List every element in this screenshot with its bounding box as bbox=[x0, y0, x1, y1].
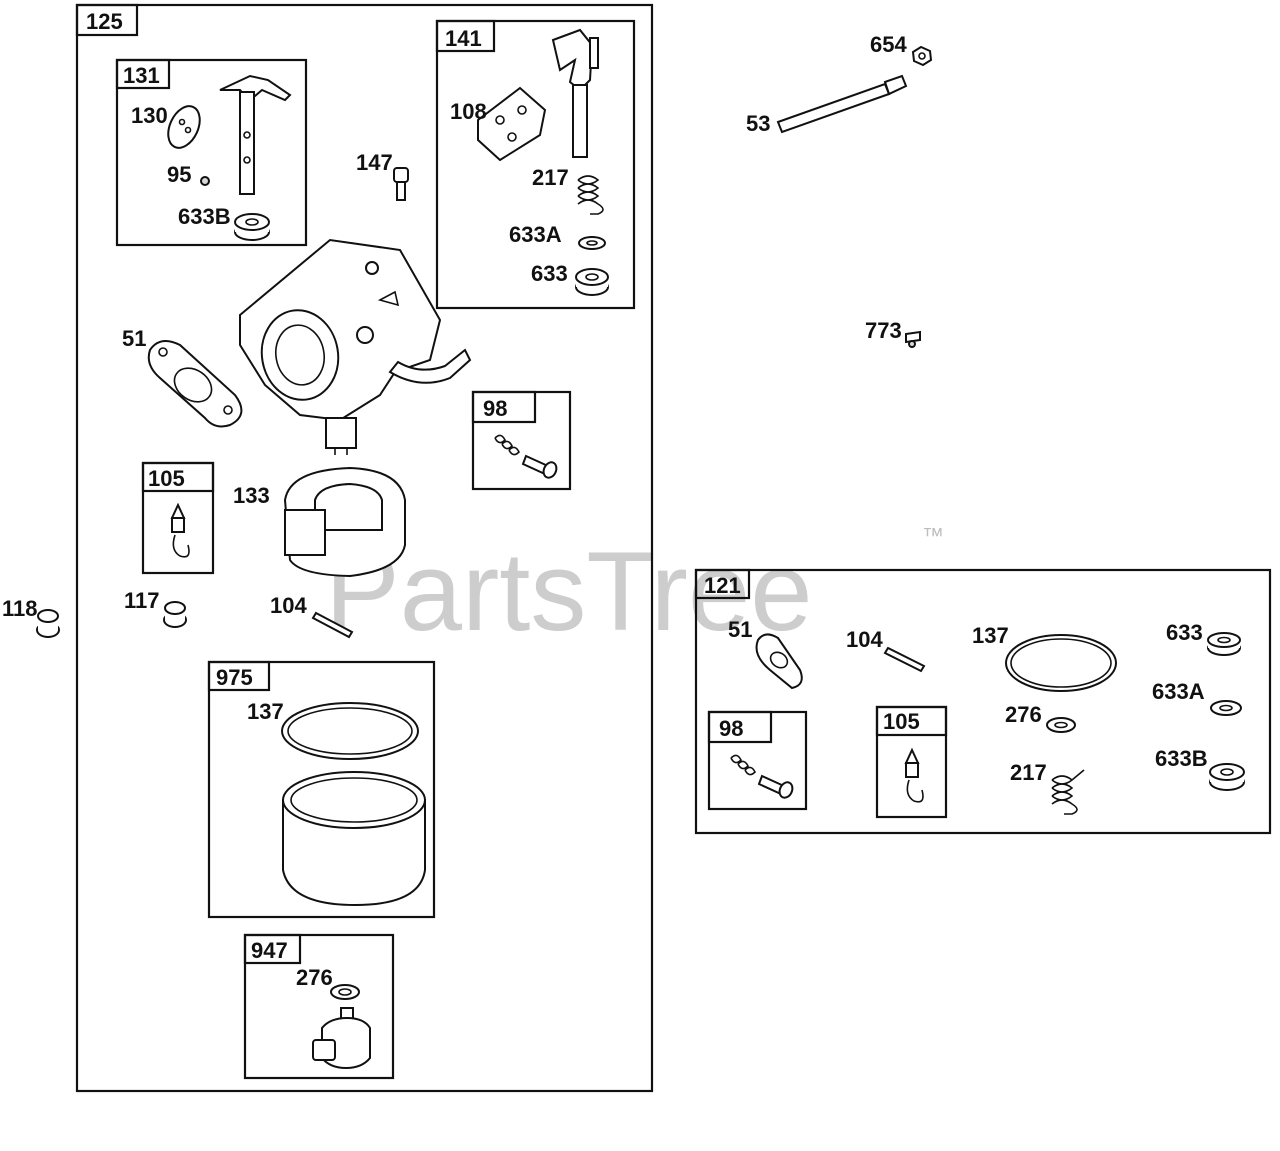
washer-part-633B-a[interactable] bbox=[234, 213, 270, 241]
kit-label-975: 975 bbox=[216, 665, 253, 690]
washer-part-633A-a[interactable] bbox=[578, 236, 606, 250]
washer-part-633A-b[interactable] bbox=[1210, 700, 1242, 716]
screw-part-95[interactable] bbox=[200, 176, 210, 186]
callout-654: 654 bbox=[870, 32, 907, 57]
callout-217-b: 217 bbox=[1010, 760, 1047, 785]
inlet-needle-part-105-b[interactable] bbox=[904, 747, 924, 803]
o-ring-part-137-a[interactable] bbox=[281, 702, 419, 760]
gasket-part-51-a[interactable] bbox=[147, 340, 243, 428]
kit-label-141: 141 bbox=[445, 26, 482, 51]
callout-217-a: 217 bbox=[532, 165, 569, 190]
callout-51-a: 51 bbox=[122, 326, 146, 351]
part-118[interactable] bbox=[36, 609, 60, 638]
kit-box-125[interactable]: 125 bbox=[75, 3, 654, 1093]
kit-label-105-b: 105 bbox=[883, 709, 920, 734]
callout-633-b: 633 bbox=[1166, 620, 1203, 645]
callout-95: 95 bbox=[167, 162, 191, 187]
callout-276-a: 276 bbox=[296, 965, 333, 990]
kit-label-121: 121 bbox=[704, 573, 741, 598]
callout-137-a: 137 bbox=[247, 699, 284, 724]
idle-screw-spring-part-98-b[interactable] bbox=[730, 754, 795, 799]
float-pin-part-104-b[interactable] bbox=[883, 646, 926, 673]
washer-part-276-b[interactable] bbox=[1046, 717, 1076, 733]
callout-108: 108 bbox=[450, 99, 487, 124]
kit-box-121[interactable]: 121 bbox=[694, 568, 1272, 835]
kit-box-131[interactable]: 131 bbox=[115, 58, 308, 247]
screw-part-147[interactable] bbox=[393, 167, 409, 201]
callout-633B-b: 633B bbox=[1155, 746, 1208, 771]
watermark-trademark: ™ bbox=[922, 523, 944, 548]
spring-part-217-b[interactable] bbox=[1051, 769, 1085, 815]
float-pin-part-104-a[interactable] bbox=[311, 611, 354, 639]
washer-part-633-b[interactable] bbox=[1207, 632, 1241, 656]
callout-773: 773 bbox=[865, 318, 902, 343]
kit-label-98-a: 98 bbox=[483, 396, 507, 421]
solenoid-part[interactable] bbox=[312, 1007, 371, 1070]
kit-box-105-a[interactable]: 105 bbox=[141, 461, 215, 575]
callout-104-b: 104 bbox=[846, 627, 883, 652]
kit-label-105-a: 105 bbox=[148, 466, 185, 491]
float-bowl-part[interactable] bbox=[282, 771, 426, 907]
kit-box-98-b[interactable]: 98 bbox=[707, 710, 808, 811]
kit-box-141[interactable]: 141 bbox=[435, 19, 636, 310]
screw-part-773[interactable] bbox=[905, 330, 921, 348]
nut-part-654[interactable] bbox=[911, 45, 933, 67]
callout-633A-b: 633A bbox=[1152, 679, 1205, 704]
o-ring-part-137-b[interactable] bbox=[1005, 634, 1117, 692]
callout-104-a: 104 bbox=[270, 593, 307, 618]
callout-51-b: 51 bbox=[728, 617, 752, 642]
callout-633A-a: 633A bbox=[509, 222, 562, 247]
callout-137-b: 137 bbox=[972, 623, 1009, 648]
throttle-shaft-part[interactable] bbox=[219, 74, 292, 195]
throttle-plate-part-130[interactable] bbox=[162, 101, 206, 153]
callout-633-a: 633 bbox=[531, 261, 568, 286]
seat-part-117[interactable] bbox=[163, 601, 187, 628]
washer-part-276-a[interactable] bbox=[330, 984, 360, 1000]
kit-label-947: 947 bbox=[251, 938, 288, 963]
callout-633B-a: 633B bbox=[178, 204, 231, 229]
choke-shaft-part[interactable] bbox=[551, 28, 599, 158]
idle-screw-spring-part-98-a[interactable] bbox=[494, 434, 559, 479]
carburetor-body-part[interactable] bbox=[239, 238, 472, 455]
washer-part-633-a[interactable] bbox=[575, 268, 609, 296]
choke-plate-part-108[interactable] bbox=[477, 86, 547, 162]
kit-label-98-b: 98 bbox=[719, 716, 743, 741]
callout-147: 147 bbox=[356, 150, 393, 175]
gasket-part-51-b[interactable] bbox=[755, 633, 803, 690]
callout-117: 117 bbox=[124, 588, 160, 613]
kit-label-125: 125 bbox=[86, 9, 123, 34]
kit-box-947[interactable]: 947 bbox=[243, 933, 395, 1080]
callout-118: 118 bbox=[2, 596, 38, 621]
spring-part-217-a[interactable] bbox=[577, 175, 604, 215]
kit-box-105-b[interactable]: 105 bbox=[875, 705, 948, 819]
watermark: PartsTree bbox=[325, 529, 813, 654]
callout-130: 130 bbox=[131, 103, 168, 128]
stud-part-53[interactable] bbox=[776, 74, 908, 134]
float-part-133[interactable] bbox=[283, 466, 406, 578]
washer-part-633B-b[interactable] bbox=[1209, 763, 1245, 791]
kit-box-98-a[interactable]: 98 bbox=[471, 390, 572, 491]
callout-133: 133 bbox=[233, 483, 270, 508]
kit-box-975[interactable]: 975 bbox=[207, 660, 436, 919]
callout-53: 53 bbox=[746, 111, 770, 136]
inlet-needle-part-105-a[interactable] bbox=[170, 502, 190, 558]
callout-276-b: 276 bbox=[1005, 702, 1042, 727]
kit-label-131: 131 bbox=[123, 63, 160, 88]
